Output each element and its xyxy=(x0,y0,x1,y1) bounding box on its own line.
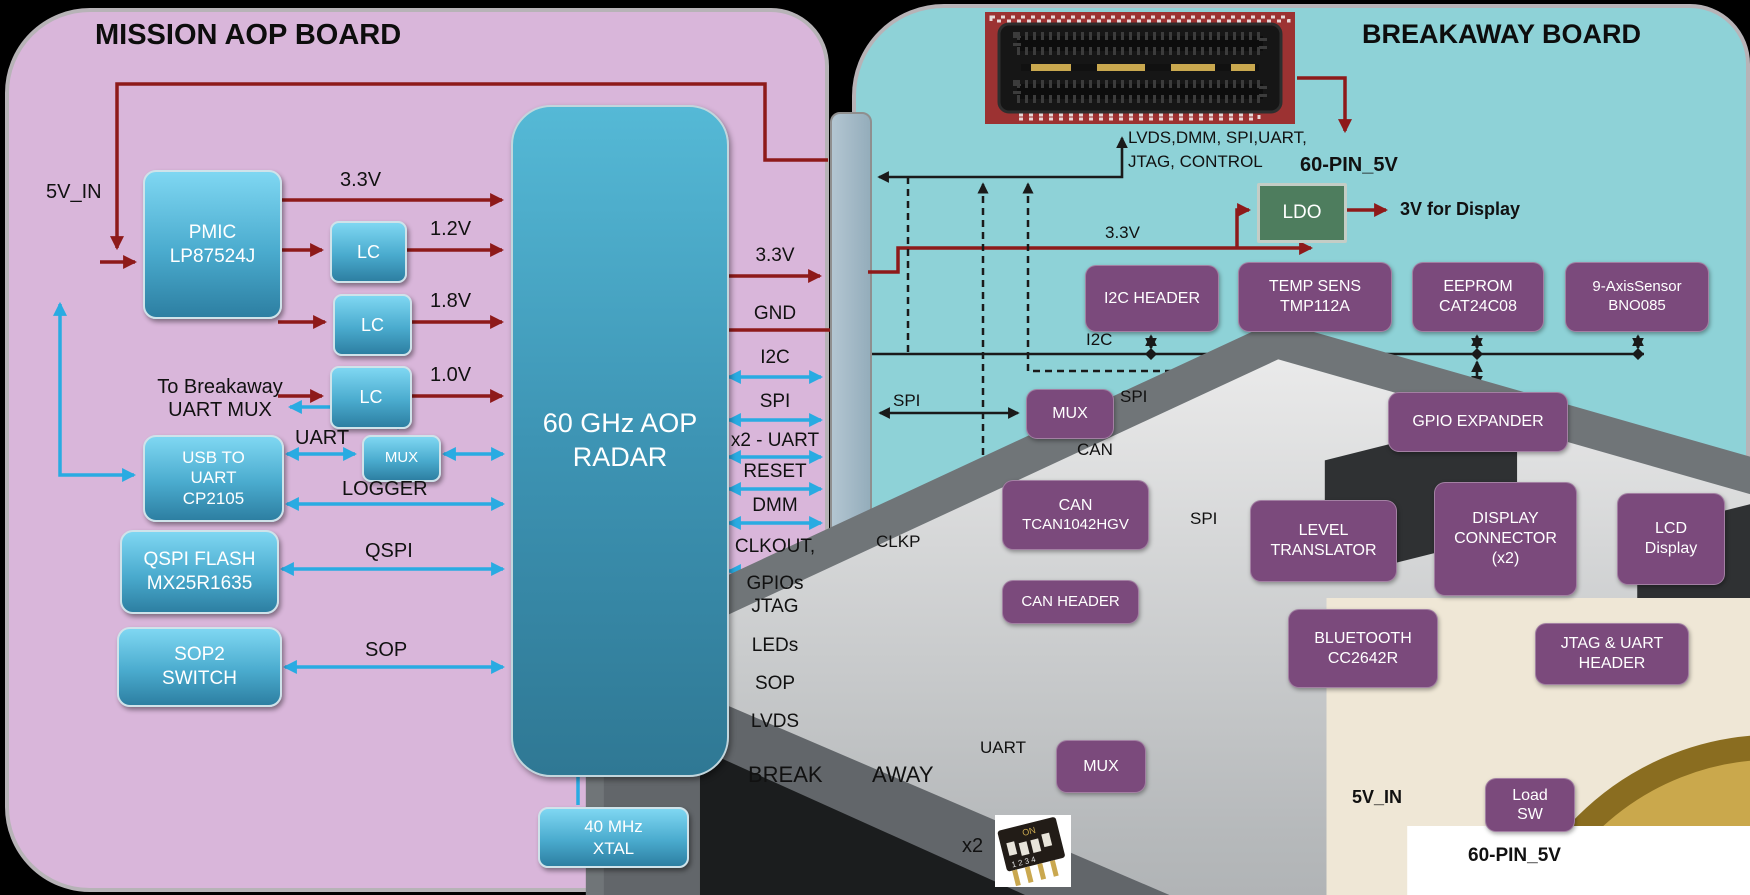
radar-block: 60 GHz AOP RADAR xyxy=(511,105,729,777)
break-label: BREAK xyxy=(748,762,823,787)
signal-gnd: GND xyxy=(753,303,797,324)
uart-mux-block-mission: MUX xyxy=(362,435,441,482)
mission-board-title: MISSION AOP BOARD xyxy=(95,19,402,51)
to-breakaway-note: To Breakaway xyxy=(157,376,283,398)
3v-display-label: 3V for Display xyxy=(1400,199,1521,219)
60pin-connector-photo xyxy=(985,12,1295,124)
signal-i2c: I2C xyxy=(760,347,790,368)
display-connector-block: DISPLAY CONNECTOR (x2) xyxy=(1434,482,1577,596)
uart-mux-note: UART MUX xyxy=(168,399,272,421)
signal-gpios: GPIOs xyxy=(746,573,804,594)
can-header-block: CAN HEADER xyxy=(1002,580,1139,624)
uart-mux-block-breakaway: MUX xyxy=(1056,740,1146,793)
signal-lvds: LVDS xyxy=(750,711,800,732)
signal-reset: RESET xyxy=(743,461,807,482)
rail-1v0-label: 1.0V xyxy=(430,364,472,386)
signal-3v3: 3.3V xyxy=(755,245,795,266)
signal-dmm: DMM xyxy=(752,495,798,516)
signal-jtag: JTAG xyxy=(751,596,799,617)
5v-in-label: 5V_IN xyxy=(46,181,102,203)
spi-branch-label: SPI xyxy=(1190,509,1218,528)
signal-clkout: CLKOUT, xyxy=(734,536,816,557)
5v-in-label-breakaway: 5V_IN xyxy=(1352,787,1403,807)
x2-label: x2 xyxy=(962,835,984,857)
pmic-block: PMIC LP87524J xyxy=(143,170,282,319)
sop2-switch-block: SOP2 SWITCH xyxy=(117,627,282,707)
spi-mux-block: MUX xyxy=(1026,389,1114,439)
uart-label-breakaway: UART xyxy=(980,738,1026,757)
signal-x2-uart: x2 - UART xyxy=(730,430,820,451)
breakaway-board-title: BREAKAWAY BOARD xyxy=(1362,19,1642,49)
rail-1v8-label: 1.8V xyxy=(430,290,472,312)
qspi-flash-block: QSPI FLASH MX25R1635 xyxy=(120,530,279,614)
led-photo xyxy=(1682,826,1750,895)
xtal-block: 40 MHz XTAL xyxy=(538,807,689,868)
away-label: AWAY xyxy=(872,762,934,787)
dip-switch-photo: ON 1 2 3 4 xyxy=(995,815,1071,887)
spi-edge-label: SPI xyxy=(893,391,921,410)
connector-signals-line2: JTAG, CONTROL xyxy=(1128,152,1263,171)
sop-label: SOP xyxy=(365,639,408,661)
i2c-bus-label: I2C xyxy=(1086,330,1113,349)
spi-mux-label: SPI xyxy=(1120,387,1148,406)
lc-filter-block: LC xyxy=(333,294,412,356)
60pin-5v-label: 60-PIN_5V xyxy=(1300,154,1398,176)
lc-filter-block: LC xyxy=(330,366,412,429)
i2c-header-block: I2C HEADER xyxy=(1085,265,1219,332)
qspi-label: QSPI xyxy=(365,540,413,562)
svg-text:ON: ON xyxy=(1021,825,1037,838)
connector-signals-line1: LVDS,DMM, SPI,UART, xyxy=(1128,128,1307,147)
signal-sop: SOP xyxy=(754,673,796,694)
logger-label: LOGGER xyxy=(342,478,428,500)
uart-label: UART xyxy=(295,427,350,449)
60pin-5v-bottom-label: 60-PIN_5V xyxy=(1468,845,1561,866)
rail-3v3-label: 3.3V xyxy=(340,169,382,191)
clkp-label: CLKP xyxy=(876,532,921,551)
usb-to-uart-block: USB TO UART CP2105 xyxy=(143,435,284,522)
signal-spi: SPI xyxy=(759,391,791,412)
rail-1v2-label: 1.2V xyxy=(430,218,472,240)
can-label: CAN xyxy=(1077,440,1113,459)
signal-leds: LEDs xyxy=(751,635,799,656)
gpio-expander-block: GPIO EXPANDER xyxy=(1388,392,1568,452)
lc-filter-block: LC xyxy=(330,221,407,283)
rail-3v3-label-breakaway: 3.3V xyxy=(1105,223,1140,242)
ldo-block: LDO xyxy=(1257,183,1347,243)
can-transceiver-block: CAN TCAN1042HGV xyxy=(1002,480,1149,550)
